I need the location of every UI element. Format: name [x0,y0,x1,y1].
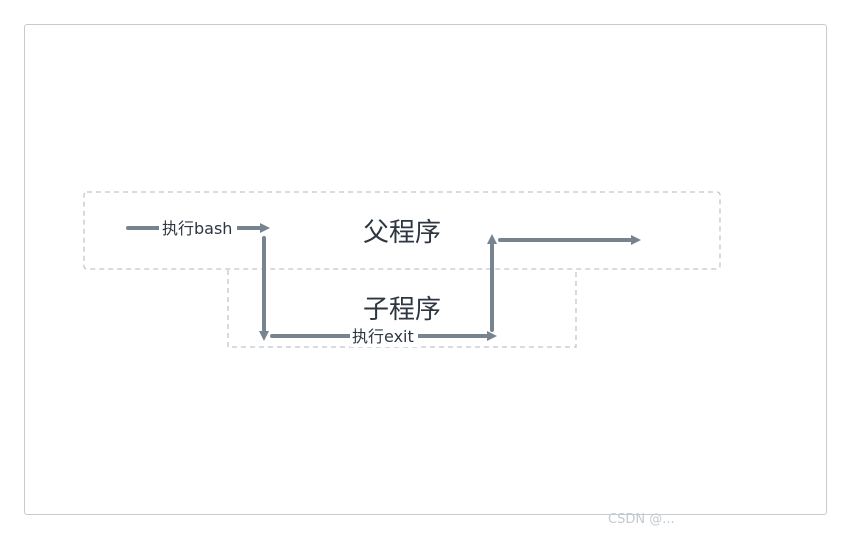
watermark: CSDN @... [608,512,675,527]
edge-label-exit: 执行exit [352,327,414,346]
edge-label-bash: 执行bash [162,219,232,238]
exit-label-bg [350,325,418,347]
child-process-label: 子程序 [363,295,441,325]
parent-process-box [83,191,721,270]
child-process-box [227,270,577,348]
arrowhead-up [487,234,497,244]
arrowhead-right-2 [487,331,497,341]
arrowhead-down [259,331,269,341]
arrowhead-right-3 [631,235,641,245]
parent-process-label: 父程序 [363,218,441,248]
arrowhead-right-1 [260,223,270,233]
bash-label-bg [159,217,237,239]
